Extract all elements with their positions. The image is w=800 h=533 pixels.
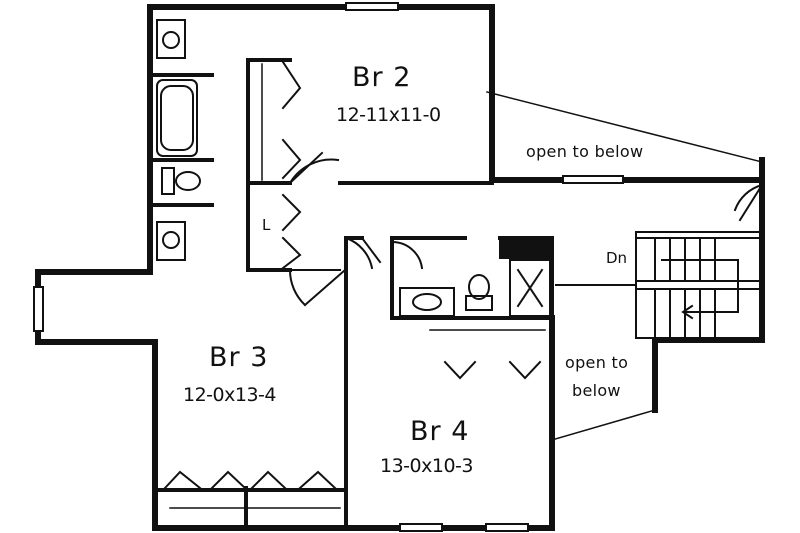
room-name-br3: Br 3 xyxy=(209,342,269,373)
closet-doors xyxy=(163,60,542,490)
open-to-below-label-line1: open to xyxy=(565,353,629,372)
door-swings xyxy=(288,151,764,307)
linen-closet-label: L xyxy=(262,216,271,234)
closet-rods xyxy=(169,63,546,509)
room-size-br3: 12-0x13-4 xyxy=(183,384,277,406)
open-to-below-lines xyxy=(486,91,763,441)
room-name-br2: Br 2 xyxy=(352,62,412,93)
room-name-br4: Br 4 xyxy=(410,416,470,447)
exterior-walls xyxy=(35,4,765,531)
open-to-below-label: open to below xyxy=(526,142,644,161)
room-size-br2: 12-11x11-0 xyxy=(336,104,441,126)
bathroom-fixtures xyxy=(156,19,553,317)
room-size-br4: 13-0x10-3 xyxy=(380,455,474,477)
stairs xyxy=(555,231,763,339)
open-to-below-label-line2: below xyxy=(572,381,621,400)
windows xyxy=(33,2,624,532)
stairs-down-label: Dn xyxy=(606,249,628,267)
